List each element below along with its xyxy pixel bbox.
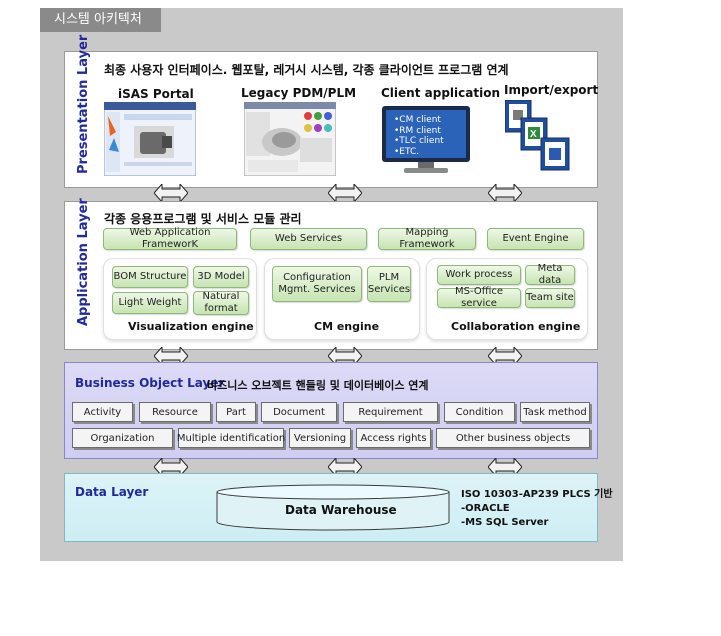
condition-object: Condition — [444, 402, 515, 422]
mapping-framework-module: Mapping Framework — [378, 227, 476, 250]
double-arrow-icon — [328, 347, 362, 365]
event-engine-module: Event Engine — [487, 228, 584, 250]
isas-portal-screenshot — [103, 101, 197, 177]
client-item: •CM client — [394, 115, 441, 125]
organization-object: Organization — [72, 428, 173, 448]
access-rights-object: Access rights — [356, 428, 431, 448]
import-export-title: Import/export — [504, 83, 599, 97]
team-site-module: Team site — [525, 288, 575, 308]
visualization-engine-label: Visualization engine — [128, 320, 254, 333]
database-oracle: -ORACLE — [461, 503, 510, 514]
data-warehouse-cylinder — [216, 484, 450, 531]
other-business-objects-object: Other business objects — [436, 428, 590, 448]
3d-model-module: 3D Model — [193, 266, 249, 288]
bom-structure-module: BOM Structure — [112, 266, 188, 288]
document-object: Document — [261, 402, 337, 422]
client-application-title: Client application — [381, 86, 500, 100]
web-application-framework-module: Web Application FrameworK — [103, 227, 237, 250]
meta-data-module: Meta data — [525, 263, 575, 286]
presentation-layer-label: Presentation Layer — [76, 34, 91, 174]
plm-services-module: PLM Services — [367, 266, 411, 302]
work-process-module: Work process — [437, 265, 521, 285]
double-arrow-icon — [488, 458, 522, 476]
task-method-object: Task method — [520, 402, 590, 422]
ms-office-service-module: MS-Office service — [437, 286, 521, 309]
database-mssql: -MS SQL Server — [461, 517, 549, 528]
legacy-pdm-title: Legacy PDM/PLM — [241, 86, 357, 100]
data-warehouse-label: Data Warehouse — [285, 503, 397, 517]
client-items: •CM client •RM client •TLC client •ETC. — [394, 115, 444, 157]
double-arrow-icon — [154, 184, 188, 202]
client-item: •TLC client — [394, 136, 444, 146]
presentation-heading: 최종 사용자 인터페이스. 웹포탈, 레거시 시스템, 각종 클라이언트 프로그… — [104, 63, 509, 77]
configuration-mgmt-services-module: Configuration Mgmt. Services — [272, 266, 362, 302]
application-heading: 각종 응용프로그램 및 서비스 모듈 관리 — [104, 212, 302, 226]
multiple-identification-object: Multiple identification — [177, 428, 285, 448]
activity-object: Activity — [72, 402, 133, 422]
light-weight-module: Light Weight — [112, 292, 188, 314]
double-arrow-icon — [328, 184, 362, 202]
double-arrow-icon — [154, 347, 188, 365]
isas-portal-title: iSAS Portal — [118, 87, 194, 101]
part-object: Part — [216, 402, 256, 422]
double-arrow-icon — [328, 458, 362, 476]
double-arrow-icon — [488, 347, 522, 365]
requirement-object: Requirement — [343, 402, 438, 422]
document-stack-icon: X — [504, 99, 573, 174]
double-arrow-icon — [488, 184, 522, 202]
monitor-icon — [380, 104, 472, 176]
application-layer-label: Application Layer — [76, 198, 91, 326]
web-services-module: Web Services — [250, 228, 367, 250]
double-arrow-icon — [154, 458, 188, 476]
natural-format-module: Natural format — [193, 291, 249, 315]
client-item: •ETC. — [394, 146, 420, 157]
business-heading: 비즈니스 오브젝트 핸들링 및 데이터베이스 연계 — [207, 379, 429, 392]
resource-object: Resource — [139, 402, 211, 422]
versioning-object: Versioning — [289, 428, 351, 448]
business-layer-label: Business Object Layer — [75, 376, 225, 390]
database-info: ISO 10303-AP239 PLCS 기반 -ORACLE -MS SQL … — [461, 488, 613, 530]
section-tab: 시스템 아키텍처 — [40, 8, 161, 32]
svg-text:X: X — [530, 129, 537, 140]
cm-engine-label: CM engine — [314, 320, 380, 333]
database-standard: ISO 10303-AP239 PLCS 기반 — [461, 489, 613, 500]
client-item: •RM client — [394, 125, 441, 136]
collaboration-engine-label: Collaboration engine — [451, 320, 581, 333]
legacy-pdm-screenshot — [243, 101, 337, 177]
data-layer-label: Data Layer — [75, 485, 149, 499]
